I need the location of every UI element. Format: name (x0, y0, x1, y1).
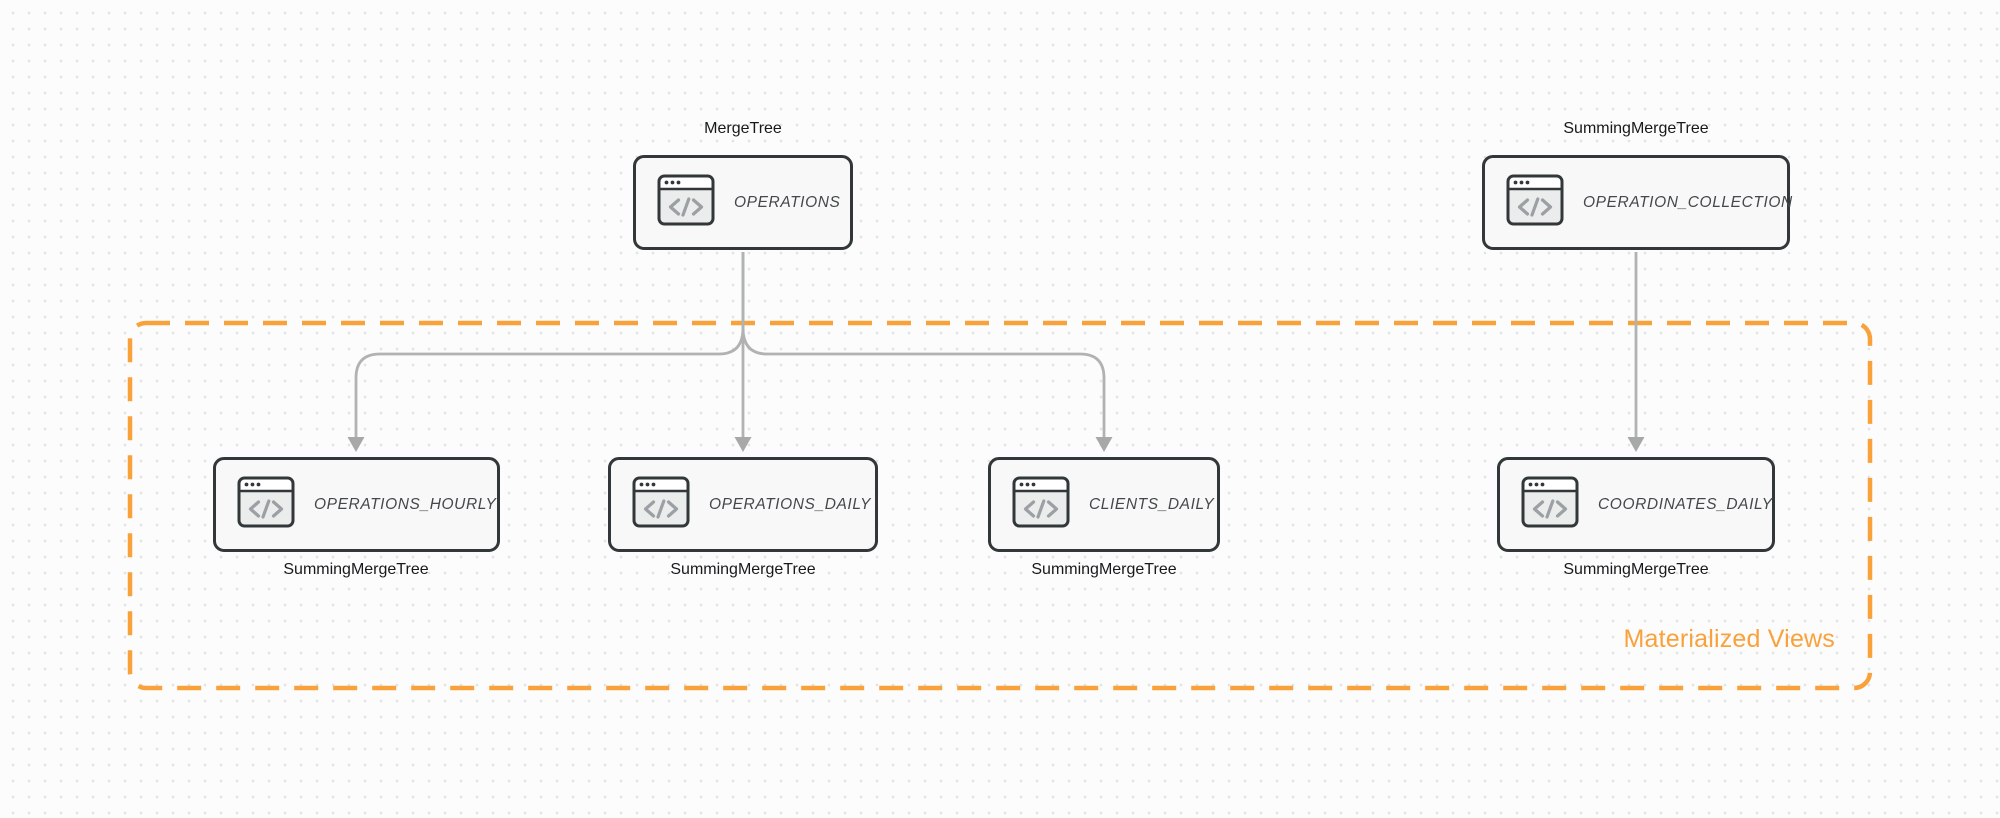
node-label: OPERATIONS_HOURLY (314, 495, 497, 513)
code-window-icon (1521, 476, 1579, 533)
arrowhead-icon (1627, 437, 1645, 452)
node-label: COORDINATES_DAILY (1598, 495, 1773, 513)
edge-operations-to-operations-hourly (354, 252, 745, 439)
node-operations-hourly: OPERATIONS_HOURLY (213, 457, 500, 552)
engine-label-coordinates-daily: SummingMergeTree (1563, 561, 1709, 578)
node-label: OPERATION_COLLECTION (1583, 193, 1793, 211)
arrowhead-icon (347, 437, 365, 452)
arrowhead-icon (734, 437, 752, 452)
code-window-icon (1506, 174, 1564, 231)
engine-label-operation-collection: SummingMergeTree (1563, 120, 1709, 137)
node-label: CLIENTS_DAILY (1089, 495, 1215, 513)
engine-label-operations: MergeTree (704, 120, 782, 137)
code-window-icon (657, 174, 715, 231)
code-window-icon (632, 476, 690, 533)
engine-label-operations-hourly: SummingMergeTree (283, 561, 429, 578)
node-operations-daily: OPERATIONS_DAILY (608, 457, 878, 552)
node-label: OPERATIONS (734, 193, 841, 211)
engine-label-clients-daily: SummingMergeTree (1031, 561, 1177, 578)
edge-operations-to-clients-daily (741, 252, 1106, 439)
arrowhead-icon (1095, 437, 1113, 452)
node-clients-daily: CLIENTS_DAILY (988, 457, 1220, 552)
node-operations: OPERATIONS (633, 155, 853, 250)
node-operation-collection: OPERATION_COLLECTION (1482, 155, 1793, 250)
code-window-icon (237, 476, 295, 533)
node-label: OPERATIONS_DAILY (709, 495, 872, 513)
engine-label-operations-daily: SummingMergeTree (670, 561, 816, 578)
code-window-icon (1012, 476, 1070, 533)
materialized-views-label: Materialized Views (1623, 625, 1835, 653)
node-coordinates-daily: COORDINATES_DAILY (1497, 457, 1775, 552)
